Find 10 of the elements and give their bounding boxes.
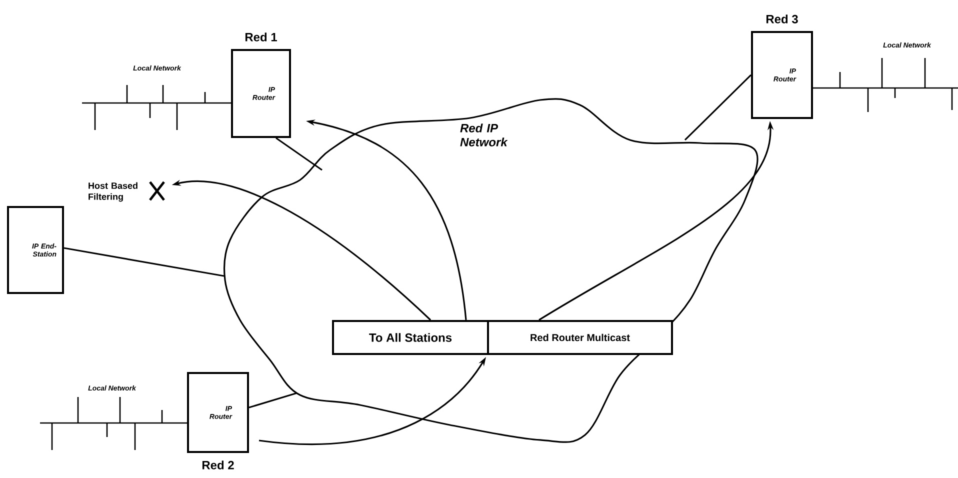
link-line bbox=[64, 247, 224, 277]
message-box: To All Stations bbox=[332, 320, 489, 355]
link-line bbox=[276, 137, 322, 171]
filtering-label: Host Based Filtering bbox=[88, 182, 138, 202]
link-line bbox=[248, 392, 298, 408]
message-box: Red Router Multicast bbox=[487, 320, 673, 355]
router-name: Red 2 bbox=[202, 460, 234, 470]
link-line bbox=[684, 74, 752, 141]
router-name: Red 3 bbox=[766, 14, 798, 24]
router-name: Red 1 bbox=[245, 32, 277, 42]
